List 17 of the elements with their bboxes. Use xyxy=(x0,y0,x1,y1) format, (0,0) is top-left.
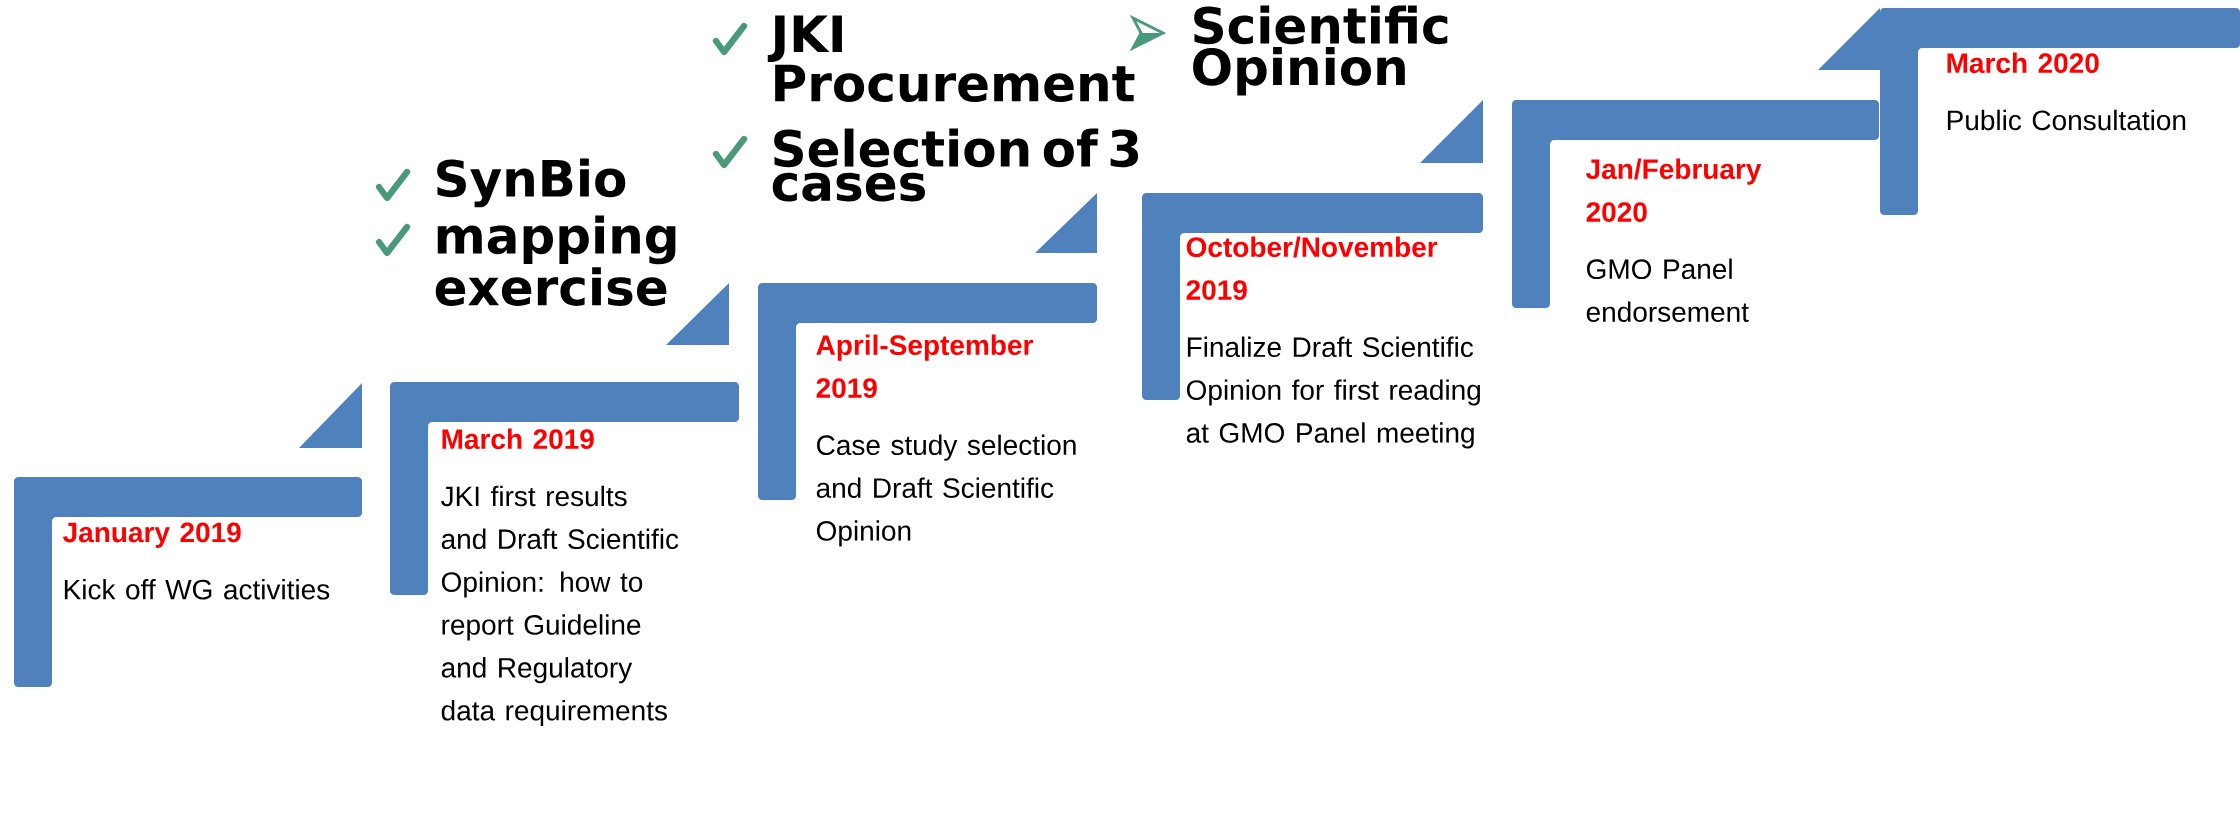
date-heading: Jan/February 2020 xyxy=(1586,158,1762,222)
milestone-text: mapping exercise xyxy=(435,215,676,306)
step-description: Kick off WG activities xyxy=(64,578,330,600)
step-description: Public Consultation xyxy=(1947,109,2186,131)
step-description: Finalize Draft Scientific Opinion for first reading at GMO Panel meeting xyxy=(1186,336,1480,449)
date-heading: January 2019 xyxy=(63,522,241,548)
date-heading: April-September 2019 xyxy=(816,334,1033,398)
date-heading: March 2020 xyxy=(1947,52,2099,74)
step-description: Case study selection and Draft Scientific Opinion xyxy=(816,434,1076,547)
milestone-text: SynBio xyxy=(437,158,626,208)
step-description: GMO Panel endorsement xyxy=(1586,258,1749,322)
date-heading: October/November 2019 xyxy=(1186,236,1438,300)
milestone-text: JKI Procurement xyxy=(767,15,1135,103)
milestone-text: Selection of 3 cases xyxy=(772,128,1139,202)
step-description: JKI first results and Draft Scientific Opinion: how to report Guideline and Regulatory data requirements xyxy=(441,485,679,727)
date-heading: March 2019 xyxy=(442,428,594,450)
milestone-text: Scientific Opinion xyxy=(1193,5,1448,96)
